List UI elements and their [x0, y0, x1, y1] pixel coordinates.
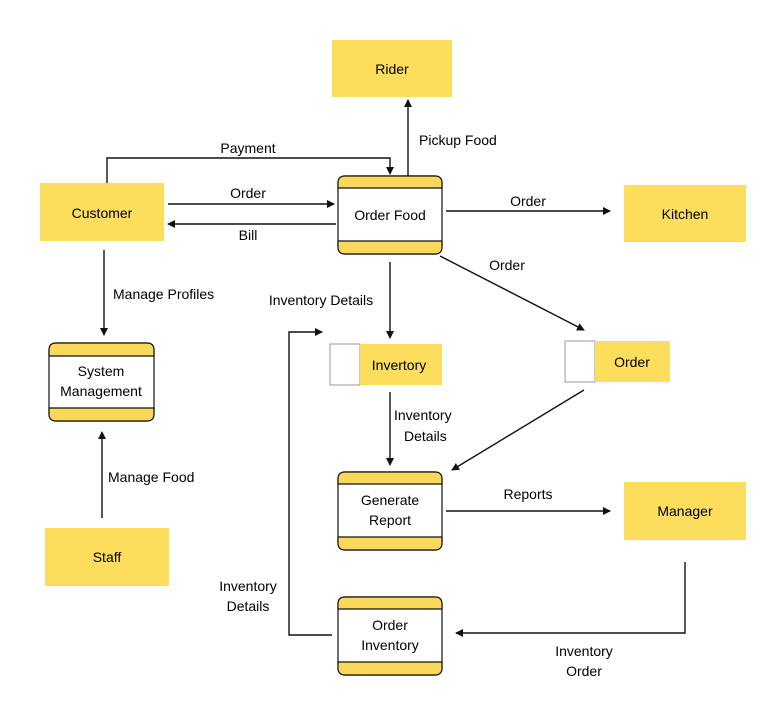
flow-payment [106, 157, 394, 183]
flow-order-store [439, 255, 585, 331]
process-system-management-label-2: Management [60, 383, 142, 399]
process-order-inventory-label-1: Order [372, 617, 408, 633]
store-order-label: Order [614, 354, 650, 370]
flow-bill-label: Bill [239, 227, 258, 243]
entity-kitchen-label: Kitchen [662, 206, 709, 222]
flow-order-kitchen-label: Order [510, 193, 546, 209]
entity-rider-label: Rider [375, 61, 409, 77]
process-system-management: System Management [48, 342, 155, 422]
process-order-food-label: Order Food [354, 207, 426, 223]
process-generate-report-label-1: Generate [361, 492, 420, 508]
flow-reports-label: Reports [503, 486, 552, 502]
entity-kitchen: Kitchen [624, 185, 746, 242]
flow-inventory-order [455, 562, 686, 637]
store-invertory: Invertory [329, 343, 442, 386]
flow-order-customer-label: Order [230, 185, 266, 201]
entity-staff-label: Staff [93, 549, 122, 565]
flow-pickup-food-label: Pickup Food [419, 132, 497, 148]
flow-inventory-details-top-label: Inventory Details [269, 292, 373, 308]
entity-manager: Manager [624, 482, 746, 540]
process-system-management-label-1: System [78, 363, 125, 379]
store-order: Order [564, 340, 670, 383]
process-order-inventory: Order Inventory [337, 596, 443, 676]
flow-inventory-order-label-1: Inventory [555, 643, 613, 659]
process-generate-report-label-2: Report [369, 512, 411, 528]
flow-inventory-order-label-2: Order [566, 663, 602, 679]
process-order-food: Order Food [337, 175, 443, 255]
flow-inventory-details-left-label-2: Details [227, 598, 270, 614]
process-order-inventory-label-2: Inventory [361, 637, 419, 653]
entity-manager-label: Manager [657, 503, 713, 519]
flow-order-store-to-report [451, 389, 585, 471]
entity-rider: Rider [332, 40, 452, 97]
flow-inventory-details-mid-label-1: Inventory [394, 407, 452, 423]
process-generate-report: Generate Report [337, 471, 443, 551]
flow-manage-food-label: Manage Food [108, 469, 194, 485]
flow-payment-label: Payment [220, 140, 275, 156]
entity-customer: Customer [40, 183, 164, 241]
entity-customer-label: Customer [72, 205, 133, 221]
store-invertory-label: Invertory [372, 357, 426, 373]
entity-staff: Staff [45, 528, 169, 586]
flow-inventory-details-left-label-1: Inventory [219, 578, 277, 594]
flow-order-store-label: Order [489, 257, 525, 273]
flow-manage-profiles-label: Manage Profiles [113, 286, 214, 302]
flow-inventory-details-left [288, 328, 332, 636]
flow-inventory-details-mid-label-2: Details [404, 428, 447, 444]
